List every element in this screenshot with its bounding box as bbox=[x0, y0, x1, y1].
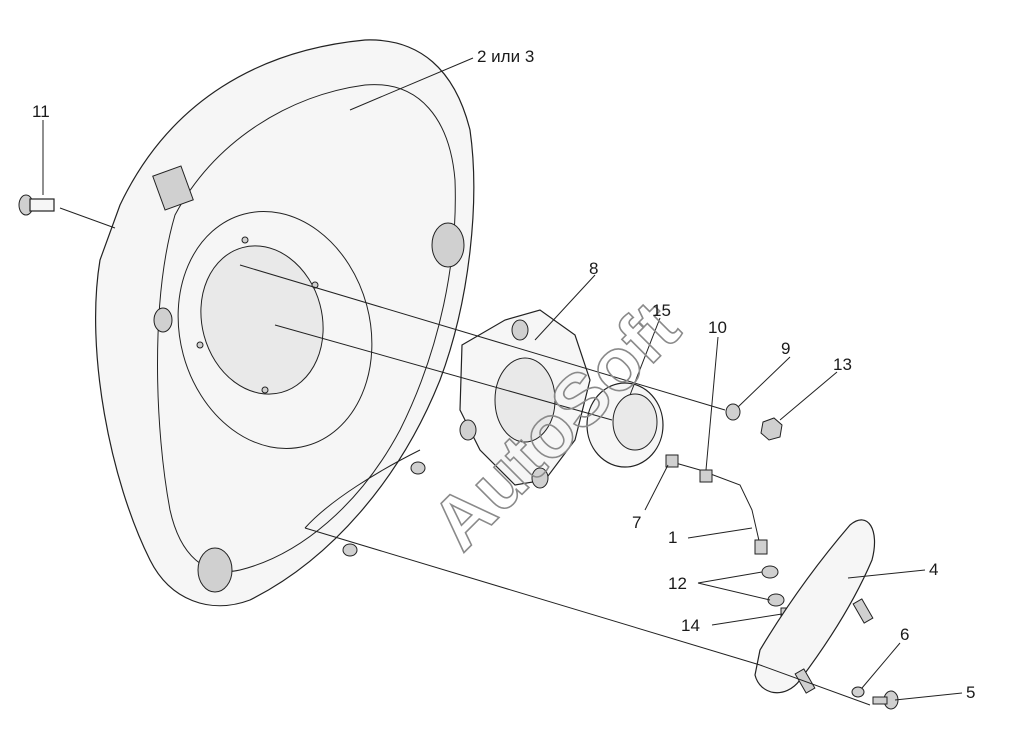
callout-11: 11 bbox=[32, 102, 50, 121]
center-lines bbox=[59, 207, 871, 706]
callout-labels: 1 2 или 3 4 5 6 7 8 9 10 11 12 13 14 15 bbox=[32, 47, 975, 702]
release-bearing-15 bbox=[586, 382, 664, 468]
callout-2: 2 или 3 bbox=[477, 47, 534, 66]
hydraulic-line-1 bbox=[665, 454, 768, 555]
callout-6: 6 bbox=[900, 625, 909, 644]
callout-12: 12 bbox=[668, 574, 687, 593]
callout-4: 4 bbox=[929, 560, 938, 579]
leader-lines bbox=[42, 57, 963, 701]
bearing-housing-8 bbox=[459, 309, 591, 489]
callout-7: 7 bbox=[632, 513, 641, 532]
bracket-4 bbox=[754, 519, 876, 694]
washer-6-screw-5 bbox=[851, 686, 899, 710]
clutch-housing-plate bbox=[95, 39, 475, 607]
plate-clip bbox=[304, 449, 426, 557]
nuts-9-13 bbox=[725, 403, 783, 441]
callout-5: 5 bbox=[966, 683, 975, 702]
callout-14: 14 bbox=[681, 616, 700, 635]
callout-10: 10 bbox=[708, 318, 727, 337]
callout-15: 15 bbox=[652, 301, 671, 320]
callout-1: 1 bbox=[668, 528, 677, 547]
bolt-11 bbox=[18, 194, 55, 216]
callout-13: 13 bbox=[833, 355, 852, 374]
callout-8: 8 bbox=[589, 259, 598, 278]
callout-9: 9 bbox=[781, 339, 790, 358]
